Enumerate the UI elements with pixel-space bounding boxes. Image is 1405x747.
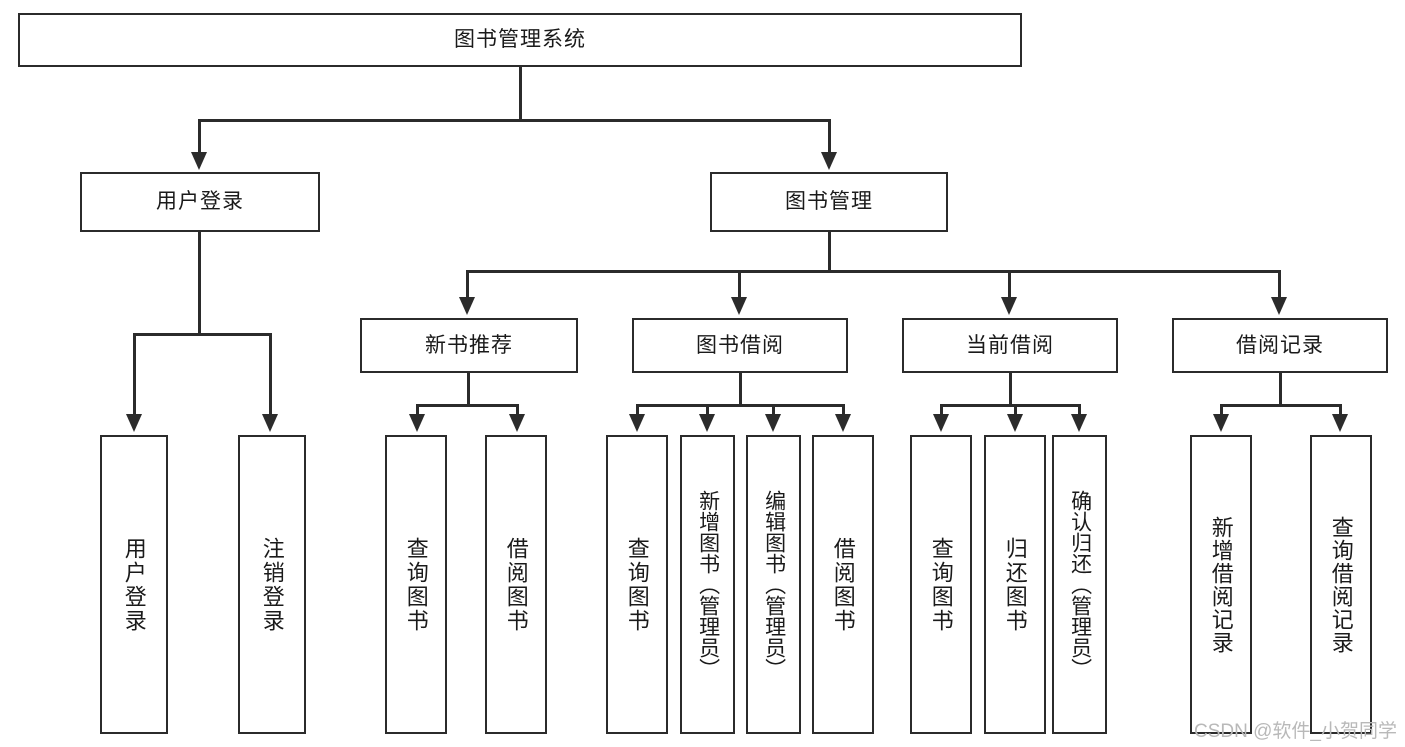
- arrow-icon: [699, 414, 715, 432]
- edge-user-login-to-leaf-1: [133, 333, 136, 415]
- edge-user-login-stem: [198, 232, 201, 335]
- node-current-borrow[interactable]: 当前借阅: [902, 318, 1118, 373]
- node-label: 查询图书: [928, 536, 954, 633]
- node-label: 图书管理系统: [454, 28, 586, 52]
- leaf-return-book[interactable]: 归还图书: [984, 435, 1046, 734]
- arrow-icon: [1071, 414, 1087, 432]
- arrow-icon: [933, 414, 949, 432]
- node-label: 注销登录: [259, 536, 285, 633]
- edge-root-to-book-management: [828, 119, 831, 152]
- node-label: 图书管理: [785, 190, 873, 214]
- leaf-add-book-admin[interactable]: 新增图书（管理员）: [680, 435, 735, 734]
- edge-borrow-to-leaf-3: [772, 404, 775, 415]
- arrow-icon: [509, 414, 525, 432]
- arrow-icon: [1213, 414, 1229, 432]
- edge-root-to-user-login: [198, 119, 201, 152]
- node-label: 图书借阅: [696, 333, 784, 357]
- leaf-query-book-current[interactable]: 查询图书: [910, 435, 972, 734]
- edge-borrow-to-leaf-2: [706, 404, 709, 415]
- node-label: 查询图书: [403, 536, 429, 633]
- arrow-icon: [191, 152, 207, 170]
- edge-borrow-stem: [739, 373, 742, 406]
- edge-recommend-stem: [467, 373, 470, 406]
- arrow-icon: [835, 414, 851, 432]
- node-label: 借阅图书: [830, 536, 856, 633]
- edge-current-stem: [1009, 373, 1012, 406]
- edge-user-login-to-leaf-2: [269, 333, 272, 415]
- leaf-edit-book-admin[interactable]: 编辑图书（管理员）: [746, 435, 801, 734]
- edge-borrow-to-leaf-4: [842, 404, 845, 415]
- leaf-user-logout[interactable]: 注销登录: [238, 435, 306, 734]
- edge-borrow-bar: [636, 404, 844, 407]
- edge-root-stem: [519, 67, 522, 121]
- leaf-query-book-borrow[interactable]: 查询图书: [606, 435, 668, 734]
- node-root-system[interactable]: 图书管理系统: [18, 13, 1022, 67]
- arrow-icon: [629, 414, 645, 432]
- leaf-confirm-return-admin[interactable]: 确认归还（管理员）: [1052, 435, 1107, 734]
- leaf-add-borrow-record[interactable]: 新增借阅记录: [1190, 435, 1252, 734]
- edge-current-to-leaf-3: [1078, 404, 1081, 415]
- node-label: 查询图书: [624, 536, 650, 633]
- edge-current-to-leaf-2: [1014, 404, 1017, 415]
- edge-current-bar: [940, 404, 1080, 407]
- edge-book-management-bar: [466, 270, 1280, 273]
- edge-bm-to-recommend: [466, 270, 469, 298]
- node-label: 借阅图书: [503, 536, 529, 633]
- arrow-icon: [731, 297, 747, 315]
- arrow-icon: [126, 414, 142, 432]
- edge-recommend-to-leaf-1: [416, 404, 419, 415]
- leaf-query-book-recommend[interactable]: 查询图书: [385, 435, 447, 734]
- node-label: 编辑图书（管理员）: [762, 490, 786, 679]
- arrow-icon: [821, 152, 837, 170]
- node-label: 当前借阅: [966, 333, 1054, 357]
- edge-root-bar: [198, 119, 831, 122]
- arrow-icon: [1271, 297, 1287, 315]
- node-book-management[interactable]: 图书管理: [710, 172, 948, 232]
- edge-book-management-stem: [828, 232, 831, 272]
- node-new-book-recommend[interactable]: 新书推荐: [360, 318, 578, 373]
- edge-record-to-leaf-1: [1220, 404, 1223, 415]
- edge-borrow-to-leaf-1: [636, 404, 639, 415]
- node-label: 新增借阅记录: [1208, 515, 1234, 654]
- edge-user-login-bar: [133, 333, 271, 336]
- edge-record-bar: [1220, 404, 1341, 407]
- node-label: 新增图书（管理员）: [696, 490, 720, 679]
- edge-bm-to-current: [1008, 270, 1011, 298]
- node-label: 用户登录: [156, 190, 244, 214]
- node-label: 确认归还（管理员）: [1068, 490, 1092, 679]
- arrow-icon: [1332, 414, 1348, 432]
- arrow-icon: [1001, 297, 1017, 315]
- arrow-icon: [1007, 414, 1023, 432]
- edge-recommend-bar: [416, 404, 518, 407]
- leaf-user-login[interactable]: 用户登录: [100, 435, 168, 734]
- arrow-icon: [409, 414, 425, 432]
- edge-recommend-to-leaf-2: [516, 404, 519, 415]
- edge-record-to-leaf-2: [1339, 404, 1342, 415]
- edge-record-stem: [1279, 373, 1282, 406]
- edge-current-to-leaf-1: [940, 404, 943, 415]
- node-label: 借阅记录: [1236, 333, 1324, 357]
- leaf-query-borrow-record[interactable]: 查询借阅记录: [1310, 435, 1372, 734]
- arrow-icon: [765, 414, 781, 432]
- arrow-icon: [459, 297, 475, 315]
- node-book-borrow[interactable]: 图书借阅: [632, 318, 848, 373]
- watermark-text: CSDN @软件_小贺同学: [1194, 721, 1397, 742]
- node-borrow-record[interactable]: 借阅记录: [1172, 318, 1388, 373]
- leaf-borrow-book[interactable]: 借阅图书: [812, 435, 874, 734]
- leaf-borrow-book-recommend[interactable]: 借阅图书: [485, 435, 547, 734]
- node-label: 新书推荐: [425, 333, 513, 357]
- node-label: 查询借阅记录: [1328, 515, 1354, 654]
- node-label: 用户登录: [121, 536, 147, 633]
- edge-bm-to-borrow: [738, 270, 741, 298]
- node-user-login[interactable]: 用户登录: [80, 172, 320, 232]
- edge-bm-to-record: [1278, 270, 1281, 298]
- node-label: 归还图书: [1002, 536, 1028, 633]
- arrow-icon: [262, 414, 278, 432]
